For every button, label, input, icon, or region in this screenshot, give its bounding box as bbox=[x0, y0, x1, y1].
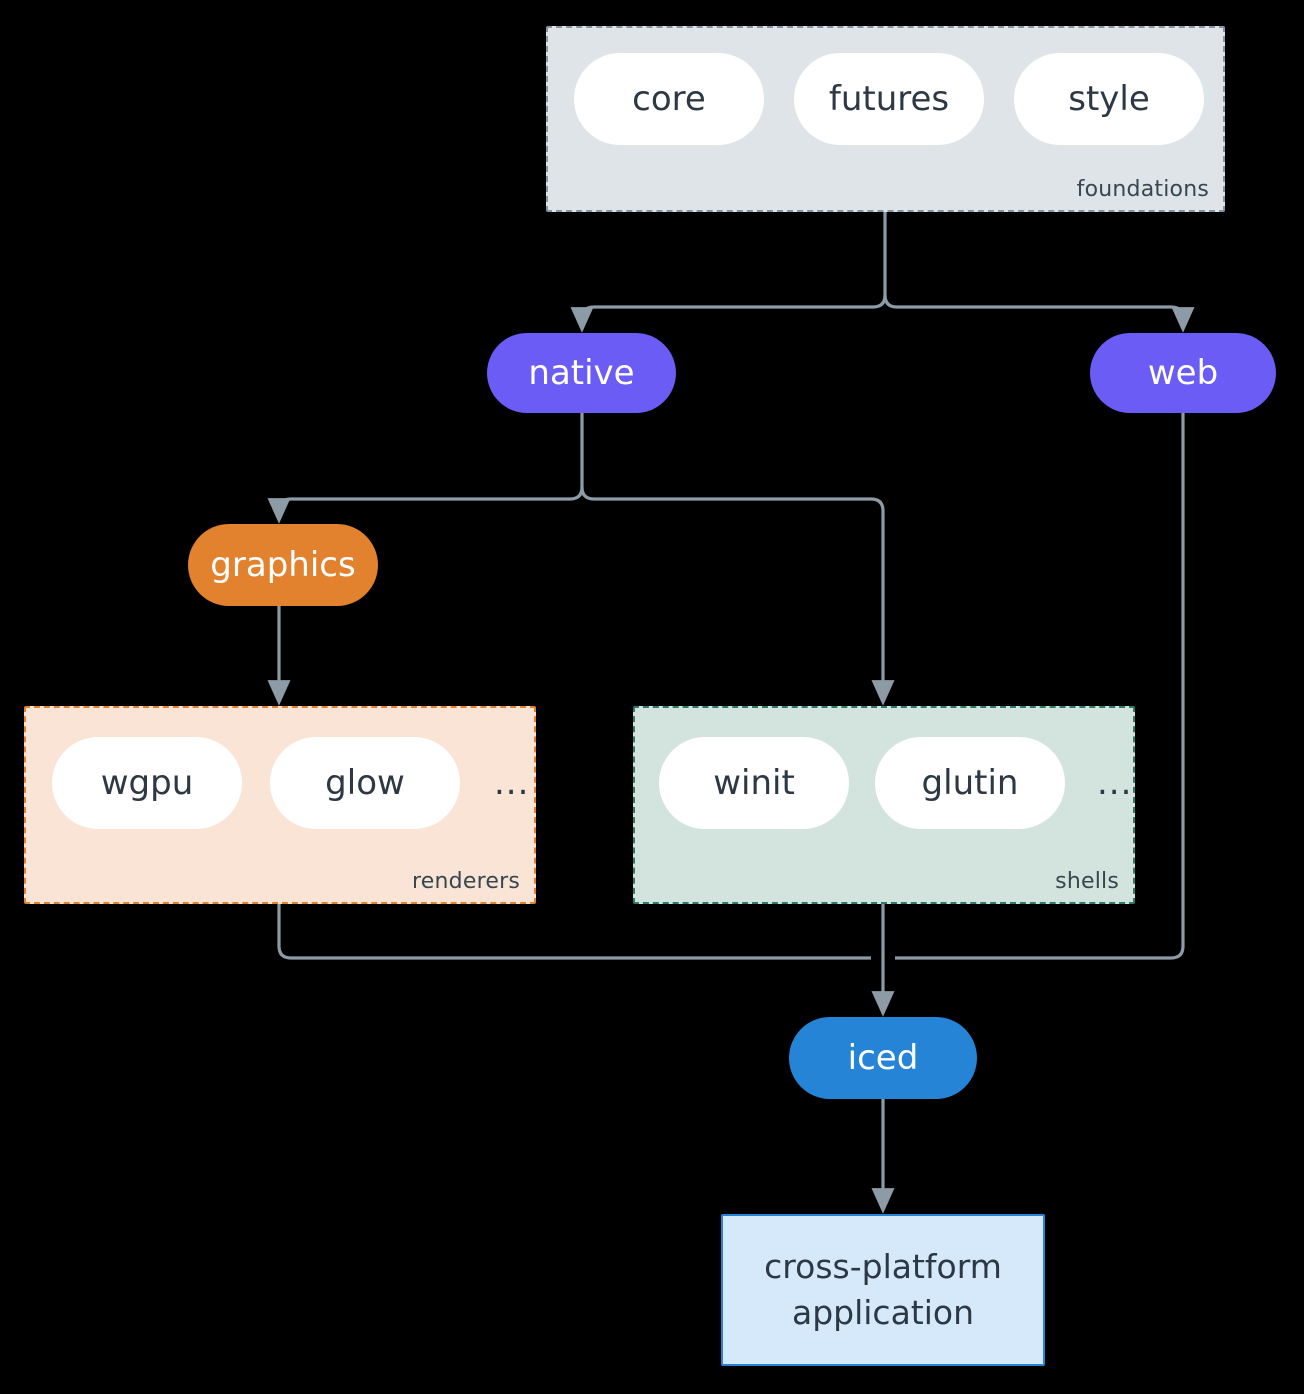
pill-glow[interactable]: glow bbox=[270, 737, 460, 829]
pill-futures[interactable]: futures bbox=[794, 53, 984, 145]
node-graphics[interactable]: graphics bbox=[188, 524, 378, 606]
application-line-1: cross-platform bbox=[764, 1247, 1002, 1286]
edge-foundations-to-native bbox=[570, 294, 887, 333]
edge-foundations-to-web bbox=[883, 294, 1195, 333]
edge-native-to-shells bbox=[580, 486, 895, 706]
pill-winit[interactable]: winit bbox=[659, 737, 849, 829]
cluster-renderers-items: wgpu glow ... bbox=[52, 737, 529, 829]
shells-more-ellipsis: ... bbox=[1097, 763, 1133, 803]
pill-style[interactable]: style bbox=[1014, 53, 1204, 145]
pill-glutin[interactable]: glutin bbox=[875, 737, 1065, 829]
edge-native-to-graphics bbox=[267, 486, 584, 524]
node-iced[interactable]: iced bbox=[789, 1017, 977, 1099]
node-web[interactable]: web bbox=[1090, 333, 1276, 413]
cluster-foundations-label: foundations bbox=[1076, 177, 1209, 202]
cluster-shells-items: winit glutin ... bbox=[659, 737, 1132, 829]
cluster-shells-label: shells bbox=[1055, 869, 1119, 894]
application-line-2: application bbox=[791, 1293, 975, 1332]
node-cross-platform-application[interactable]: cross-platform application bbox=[721, 1214, 1045, 1366]
cluster-shells: winit glutin ... shells bbox=[633, 706, 1135, 904]
pill-core[interactable]: core bbox=[574, 53, 764, 145]
cluster-renderers-label: renderers bbox=[412, 869, 520, 894]
node-native[interactable]: native bbox=[487, 333, 676, 413]
cluster-foundations-items: core futures style bbox=[574, 53, 1204, 145]
edge-renderers-to-merge bbox=[277, 904, 871, 960]
renderers-more-ellipsis: ... bbox=[494, 763, 530, 803]
cluster-foundations: core futures style foundations bbox=[546, 26, 1225, 212]
cluster-renderers: wgpu glow ... renderers bbox=[24, 706, 536, 904]
pill-wgpu[interactable]: wgpu bbox=[52, 737, 242, 829]
